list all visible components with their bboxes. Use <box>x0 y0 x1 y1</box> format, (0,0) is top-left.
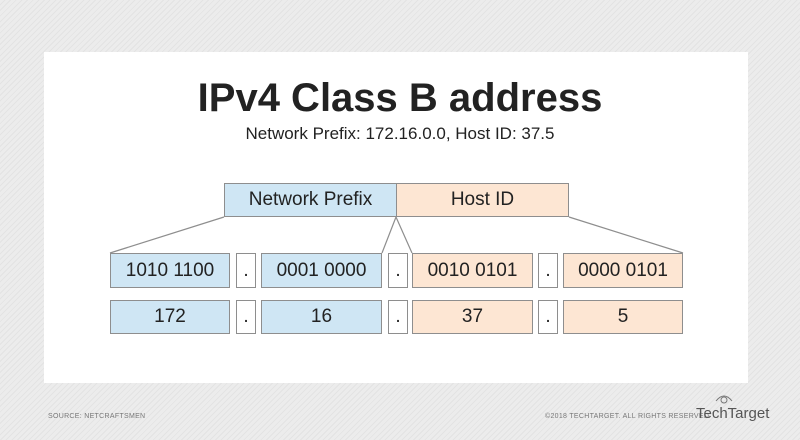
source-note: SOURCE: NETCRAFTSMEN <box>48 413 146 420</box>
binary-octet-1: 1010 1100 <box>110 253 230 288</box>
diagram-subtitle: Network Prefix: 172.16.0.0, Host ID: 37.… <box>245 124 555 143</box>
binary-octet-4: 0000 0101 <box>563 253 683 288</box>
network-prefix-header: Network Prefix <box>224 183 397 217</box>
logo-text: TechTarget <box>696 405 770 422</box>
decimal-octet-3: 37 <box>412 300 533 334</box>
copyright-note: ©2018 TECHTARGET. ALL RIGHTS RESERVED <box>545 413 710 420</box>
binary-octet-2: 0001 0000 <box>261 253 382 288</box>
decimal-octet-1: 172 <box>110 300 230 334</box>
diagram-title: IPv4 Class B address <box>197 76 603 120</box>
connector-line <box>568 216 684 254</box>
host-id-header: Host ID <box>396 183 569 217</box>
eye-icon <box>715 395 733 404</box>
dot-separator: . <box>538 253 558 288</box>
decimal-octet-4: 5 <box>563 300 683 334</box>
dot-separator: . <box>388 300 408 334</box>
connector-line <box>381 216 397 254</box>
dot-separator: . <box>236 300 256 334</box>
connector-line <box>109 216 225 254</box>
connector-line <box>395 216 413 254</box>
dot-separator: . <box>388 253 408 288</box>
binary-octet-3: 0010 0101 <box>412 253 533 288</box>
techtarget-logo: TechTarget <box>696 395 770 422</box>
dot-separator: . <box>538 300 558 334</box>
dot-separator: . <box>236 253 256 288</box>
decimal-octet-2: 16 <box>261 300 382 334</box>
